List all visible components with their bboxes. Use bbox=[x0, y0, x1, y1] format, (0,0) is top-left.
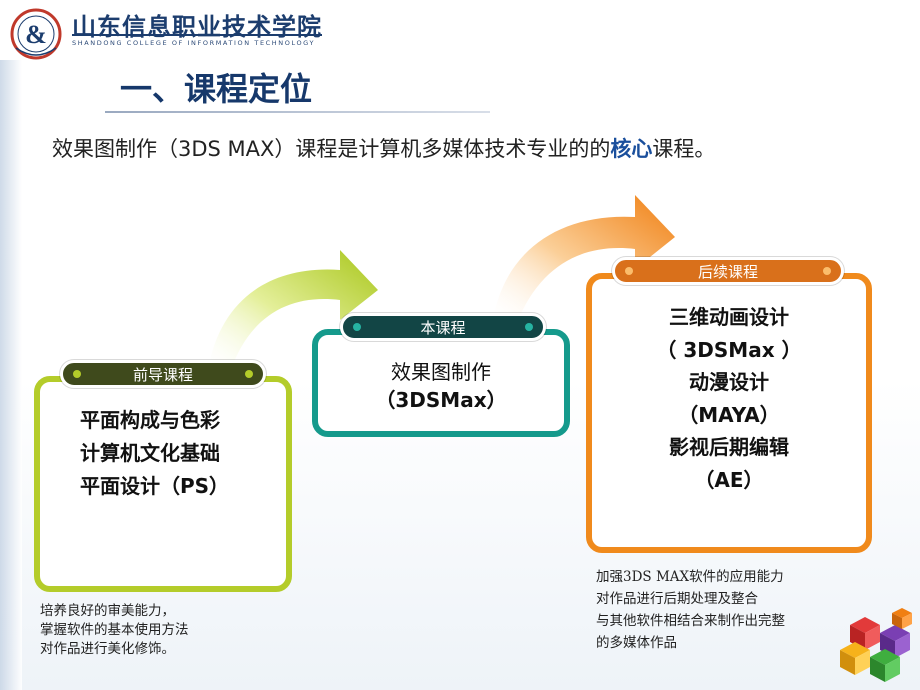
prerequisite-course-list: 平面构成与色彩 计算机文化基础 平面设计（PS） bbox=[80, 404, 229, 503]
prerequisite-course-item: 计算机文化基础 bbox=[80, 441, 220, 465]
followup-course-item: 三维动画设计 bbox=[669, 305, 789, 329]
school-name: 山东信息职业技术学院 bbox=[72, 13, 322, 41]
current-course-name: 效果图制作 bbox=[391, 360, 491, 384]
intro-sentence: 效果图制作（3DS MAX）课程是计算机多媒体技术专业的的核心课程。 bbox=[52, 133, 715, 163]
current-course-software: （3DSMax） bbox=[375, 388, 507, 412]
prerequisite-notes: 培养良好的审美能力， 掌握软件的基本使用方法 对作品进行美化修饰。 bbox=[40, 602, 189, 659]
note-line: 培养良好的审美能力， bbox=[40, 603, 175, 619]
followup-label-pill: 后续课程 bbox=[612, 257, 844, 285]
followup-course-item: （ 3DSMax ） bbox=[656, 337, 802, 362]
slide-title: 一、课程定位 bbox=[120, 70, 313, 108]
note-line: 与其他软件相结合来制作出完整 bbox=[596, 613, 785, 629]
note-line: 对作品进行美化修饰。 bbox=[40, 641, 175, 657]
current-label: 本课程 bbox=[420, 318, 466, 337]
note-line: 对作品进行后期处理及整合 bbox=[596, 591, 758, 607]
cube-puzzle-icon bbox=[840, 608, 912, 682]
pill-dot-icon bbox=[823, 267, 831, 275]
intro-suffix: 课程。 bbox=[652, 137, 716, 161]
current-course-text: 效果图制作 （3DSMax） bbox=[312, 358, 570, 414]
followup-course-item: （MAYA） bbox=[678, 402, 780, 427]
intro-prefix: 效果图制作（3DS MAX）课程是计算机多媒体技术专业的的 bbox=[52, 137, 611, 161]
prerequisite-course-box bbox=[34, 376, 292, 592]
note-line: 的多媒体作品 bbox=[596, 635, 677, 651]
followup-notes: 加强3DS MAX软件的应用能力 对作品进行后期处理及整合 与其他软件相结合来制… bbox=[596, 566, 785, 654]
current-label-pill: 本课程 bbox=[340, 313, 546, 341]
intro-keyword: 核心 bbox=[610, 137, 653, 161]
note-line: 掌握软件的基本使用方法 bbox=[40, 622, 189, 638]
followup-course-item: 动漫设计 bbox=[689, 370, 769, 394]
title-underline bbox=[105, 111, 490, 113]
pill-dot-icon bbox=[525, 323, 533, 331]
followup-course-item: 影视后期编辑 bbox=[669, 435, 789, 459]
svg-text:&: & bbox=[25, 20, 47, 49]
curved-arrow-icon bbox=[208, 250, 378, 372]
prerequisite-label-pill: 前导课程 bbox=[60, 360, 266, 388]
header-divider bbox=[72, 34, 322, 36]
pill-dot-icon bbox=[245, 370, 253, 378]
prerequisite-label: 前导课程 bbox=[132, 365, 193, 384]
followup-label: 后续课程 bbox=[697, 262, 758, 281]
note-line: 加强3DS MAX软件的应用能力 bbox=[596, 569, 784, 585]
followup-course-list: 三维动画设计 （ 3DSMax ） 动漫设计 （MAYA） 影视后期编辑 （AE… bbox=[586, 301, 872, 496]
school-name-english: SHANDONG COLLEGE OF INFORMATION TECHNOLO… bbox=[72, 39, 316, 47]
pill-dot-icon bbox=[73, 370, 81, 378]
prerequisite-course-item: 平面设计（PS） bbox=[80, 474, 230, 498]
pill-dot-icon bbox=[353, 323, 361, 331]
pill-dot-icon bbox=[625, 267, 633, 275]
left-decorative-band bbox=[0, 60, 22, 690]
followup-course-item: （AE） bbox=[694, 467, 764, 492]
prerequisite-course-item: 平面构成与色彩 bbox=[80, 408, 220, 432]
curved-arrow-icon bbox=[493, 195, 675, 323]
c-and-s-logo-icon: & bbox=[10, 8, 62, 60]
